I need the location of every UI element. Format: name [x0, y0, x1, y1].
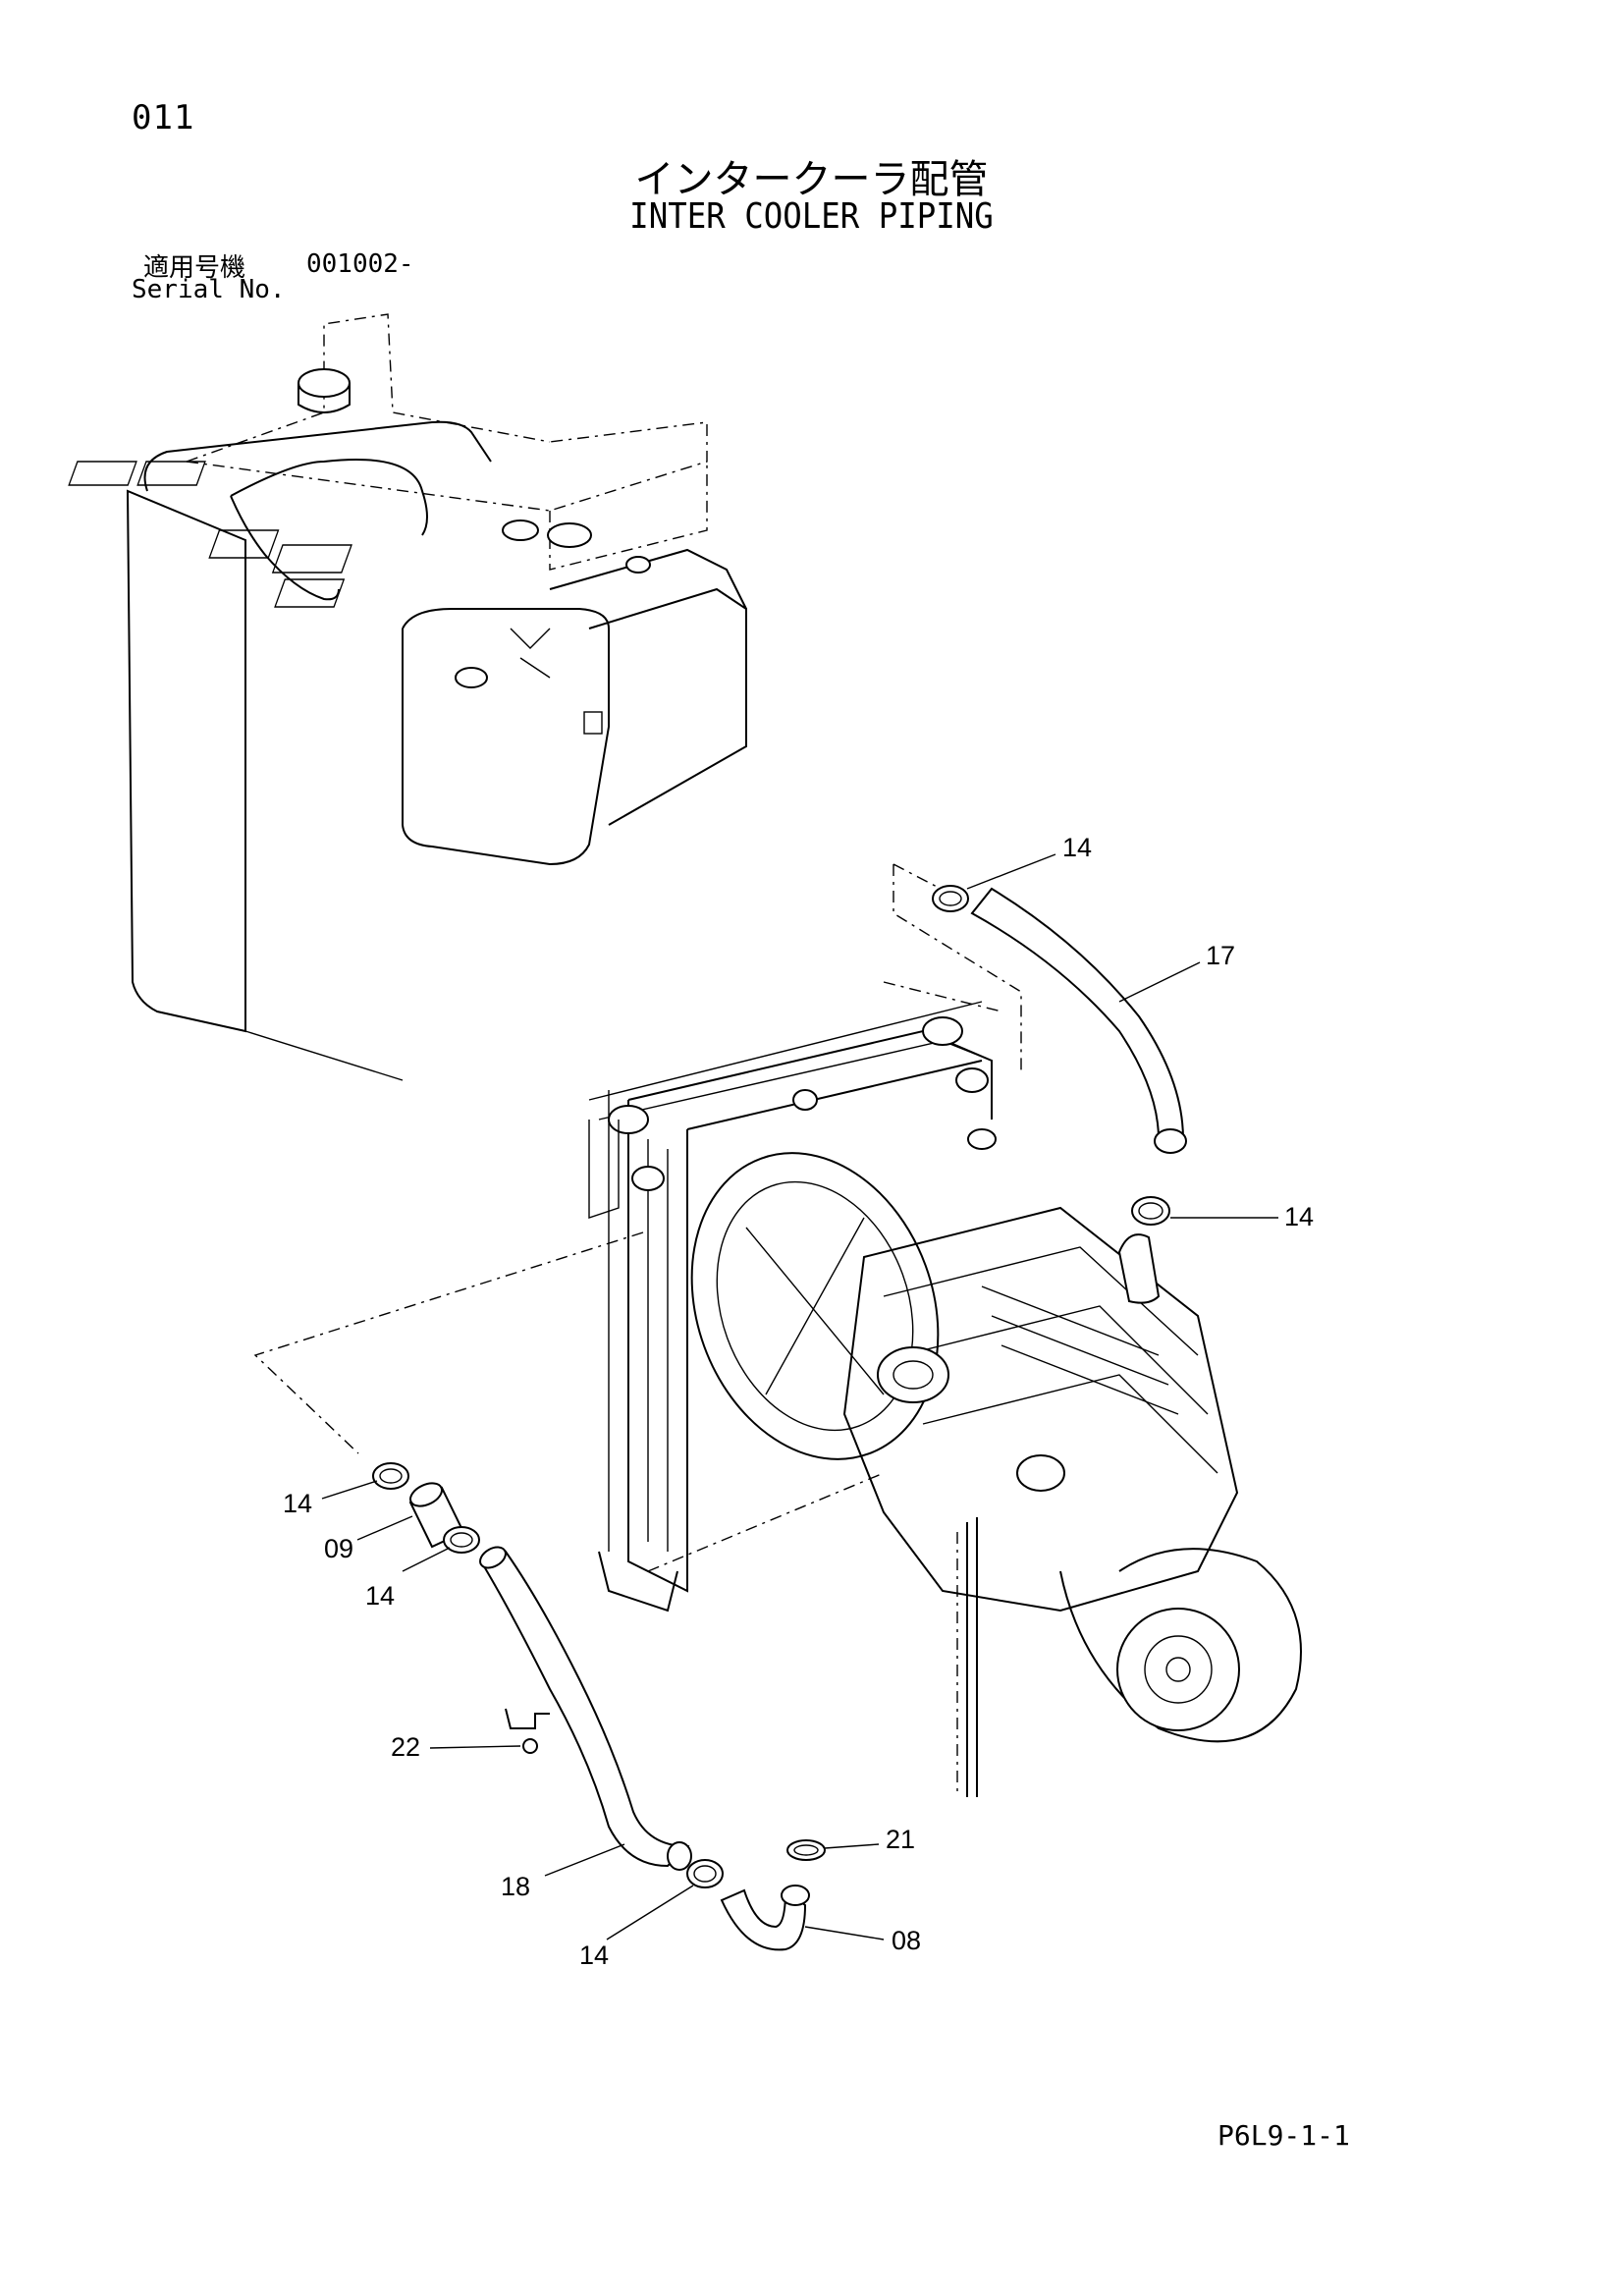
clamp-14-left-lower — [443, 1526, 480, 1554]
callout-18: 18 — [501, 1872, 530, 1901]
dashed-assembly-lines — [253, 863, 1022, 1454]
page-number: 011 — [132, 98, 195, 137]
callout-labels: 14 17 14 14 09 14 22 21 18 14 08 — [283, 833, 1314, 1970]
hose-18 — [479, 1546, 692, 1871]
clamp-14-bottom — [686, 1859, 724, 1888]
callout-14-top: 14 — [1062, 833, 1092, 862]
clamp-21 — [786, 1839, 826, 1861]
callout-09: 09 — [324, 1534, 353, 1563]
callout-17: 17 — [1206, 941, 1235, 970]
hood-grille — [68, 461, 352, 608]
machine-overview-drawing — [68, 313, 747, 1081]
hose-17 — [970, 887, 1187, 1154]
serial-number-value: 001002- — [306, 249, 414, 279]
leader-lines — [321, 853, 1278, 1941]
title-english: INTER COOLER PIPING — [629, 196, 994, 237]
title-japanese: インタークーラ配管 — [634, 157, 989, 202]
serial-label-japanese: 適用号機 — [143, 253, 246, 283]
hose-08 — [720, 1885, 810, 1951]
page-code: P6L9-1-1 — [1217, 2119, 1350, 2152]
callout-22: 22 — [391, 1732, 420, 1762]
bracket-22 — [505, 1708, 550, 1754]
callout-14-left-upper: 14 — [283, 1489, 312, 1518]
clamp-14-left-upper — [372, 1462, 409, 1490]
engine-assembly — [690, 1152, 1302, 1797]
clamp-14-top — [932, 885, 969, 912]
callout-14-bottom: 14 — [579, 1941, 609, 1970]
callout-14-middle: 14 — [1284, 1202, 1314, 1231]
radiator-assembly — [588, 981, 1002, 1613]
callout-08: 08 — [892, 1926, 921, 1955]
callout-21: 21 — [886, 1825, 915, 1854]
serial-label-english: Serial No. — [132, 275, 286, 304]
clamp-14-middle — [1131, 1196, 1170, 1226]
callout-14-left-lower: 14 — [365, 1581, 395, 1611]
